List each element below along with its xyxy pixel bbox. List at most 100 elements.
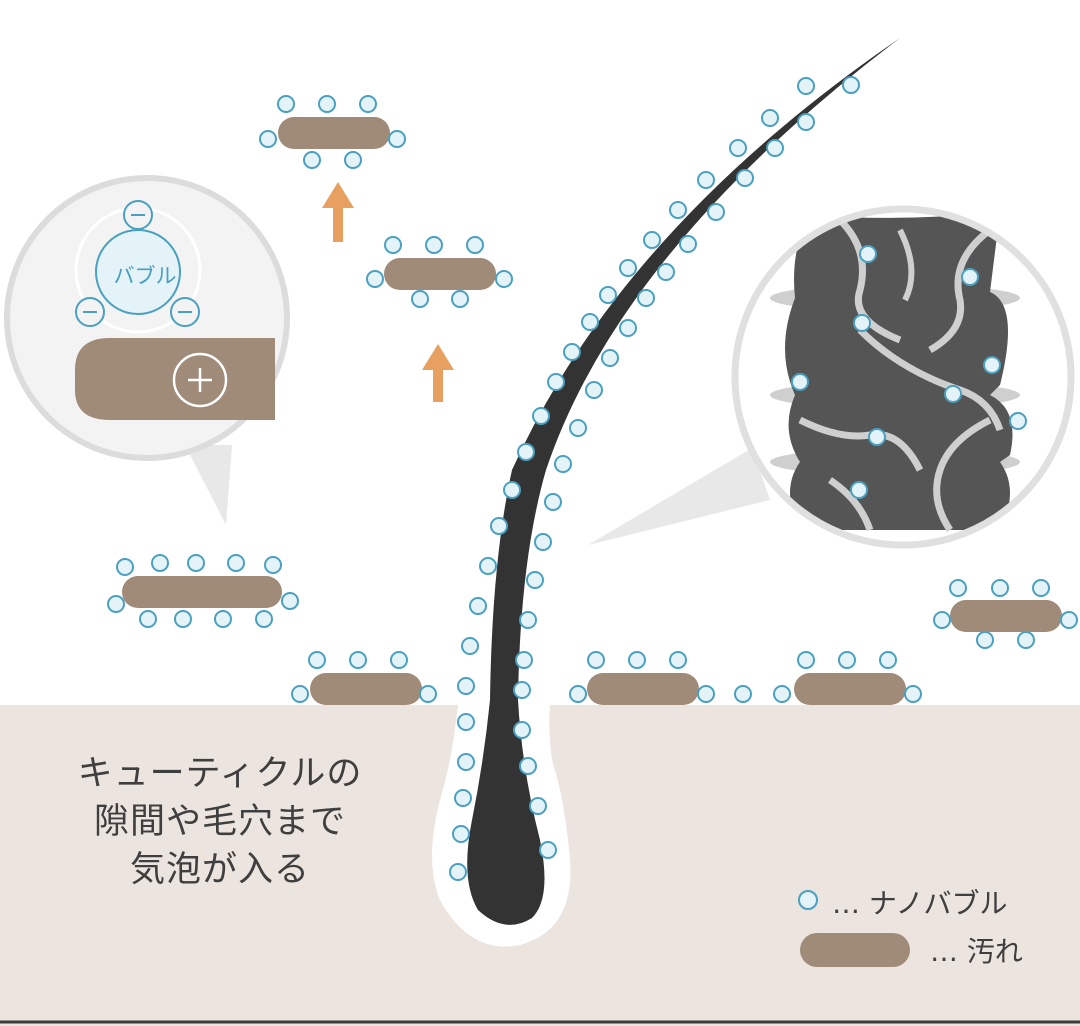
nanobubble: [519, 757, 537, 775]
nanobubble: [534, 533, 552, 551]
dirt-blob: [310, 673, 422, 705]
nanobubble: [669, 201, 687, 219]
nanobubble: [264, 556, 282, 574]
nanobubble: [569, 685, 587, 703]
legend-dirt-label: … 汚れ: [930, 935, 1023, 968]
nanobubble: [853, 314, 871, 332]
nanobubble: [151, 554, 169, 572]
nanobubble: [601, 349, 619, 367]
dirt-blob: [587, 673, 699, 705]
nanobubble: [139, 610, 157, 628]
nanobubble: [707, 203, 725, 221]
nanobubble: [563, 343, 581, 361]
nanobubble: [637, 289, 655, 307]
nanobubble: [277, 95, 295, 113]
nanobubble: [490, 517, 508, 535]
nanobubble: [961, 268, 979, 286]
nanobubble: [554, 455, 572, 473]
nanobubble: [291, 685, 309, 703]
nanobubble: [868, 428, 886, 446]
caption-line-2: 隙間や毛穴まで: [93, 802, 346, 842]
nanobubble: [569, 419, 587, 437]
callout-pointer-left: [185, 445, 232, 525]
minus-icon: [123, 200, 153, 230]
nanobubble: [697, 171, 715, 189]
nanobubble: [529, 797, 547, 815]
nanobubble: [461, 637, 479, 655]
nanobubble: [449, 863, 467, 881]
legend-bubble-swatch: [798, 890, 818, 910]
nanobubble: [411, 290, 429, 308]
diagram-caption: キューティクルの 隙間や毛穴まで 気泡が入る: [60, 750, 380, 894]
nanobubble: [1009, 412, 1027, 430]
nanobubble: [359, 95, 377, 113]
legend-nanobubble-label: … ナノバブル: [832, 887, 1008, 920]
nanobubble: [308, 651, 326, 669]
nanobubble: [116, 558, 134, 576]
nanobubble: [526, 571, 544, 589]
dirt-blob: [794, 673, 906, 705]
nanobubble: [544, 493, 562, 511]
legend-dirt-swatch: [800, 933, 910, 967]
nanobubble: [519, 611, 537, 629]
nanobubble: [174, 610, 192, 628]
nanobubble: [466, 236, 484, 254]
nanobubble: [318, 95, 336, 113]
nanobubble: [388, 130, 406, 148]
nanobubble: [879, 651, 897, 669]
nanobubble: [547, 373, 565, 391]
nanobubble: [539, 841, 557, 859]
nanobubble: [773, 685, 791, 703]
nanobubble: [259, 130, 277, 148]
nanobubble: [585, 381, 603, 399]
inset-cuticle-magnified: [731, 205, 1075, 549]
nanobubble: [1017, 631, 1035, 649]
nanobubble: [679, 235, 697, 253]
nanobubble: [1060, 611, 1078, 629]
up-arrow-icon-2: [422, 344, 454, 402]
dirt-blob: [278, 117, 390, 149]
nanobubble: [657, 263, 675, 281]
nanobubble: [503, 481, 521, 499]
nanobubble: [599, 286, 617, 304]
nanobubble: [933, 611, 951, 629]
nanobubble: [1032, 579, 1050, 597]
nanobubble: [791, 373, 809, 391]
nanobubble: [859, 245, 877, 263]
hair-shaft: [467, 38, 900, 925]
inset-charge-detail: [4, 175, 290, 461]
nanobubble: [581, 313, 599, 331]
nanobubble: [628, 651, 646, 669]
nanobubble: [797, 77, 815, 95]
nanobubble: [187, 554, 205, 572]
plus-icon: [172, 352, 228, 408]
dirt-blob: [384, 258, 496, 290]
nanobubble: [850, 481, 868, 499]
nanobubble: [517, 443, 535, 461]
nanobubble: [452, 825, 470, 843]
nanobubble: [454, 789, 472, 807]
nanobubble: [729, 139, 747, 157]
nanobubble: [734, 685, 752, 703]
nanobubble: [697, 685, 715, 703]
nanobubble: [344, 151, 362, 169]
nanobubble: [619, 259, 637, 277]
nanobubble: [390, 651, 408, 669]
nanobubble: [349, 651, 367, 669]
nanobubble: [944, 385, 962, 403]
nanobubble: [976, 631, 994, 649]
nanobubble: [949, 579, 967, 597]
nanobubble: [214, 610, 232, 628]
inset-bubble-label: バブル: [113, 264, 177, 288]
nanobubble: [983, 356, 1001, 374]
nanobubble: [107, 595, 125, 613]
nanobubble: [255, 610, 273, 628]
nanobubble: [736, 169, 754, 187]
nanobubble: [587, 651, 605, 669]
nanobubble: [761, 109, 779, 127]
nanobubble: [904, 685, 922, 703]
nanobubble: [515, 651, 533, 669]
nanobubble: [513, 681, 531, 699]
nanobubble: [457, 753, 475, 771]
nanobubble: [838, 651, 856, 669]
